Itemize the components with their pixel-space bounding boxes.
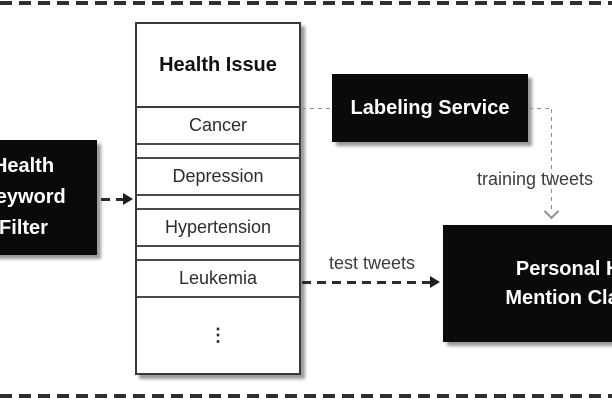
health-issue-header: Health Issue	[137, 24, 299, 108]
filter-box-line-1: Health	[0, 155, 55, 177]
table-row-leukemia: Leukemia	[137, 261, 299, 298]
page-border-bottom	[0, 394, 612, 398]
classifier-box-line-2: Mention Classifier	[505, 286, 612, 309]
filter-box-line-3: Filter	[0, 217, 48, 239]
table-spacer-row	[137, 196, 299, 210]
table-row-cancer: Cancer	[137, 108, 299, 145]
labeling-service-box: Labeling Service	[332, 74, 528, 142]
table-to-classifier-arrowhead-icon	[430, 276, 440, 288]
health-issue-table: Health Issue Cancer Depression Hypertens…	[135, 22, 301, 375]
test-tweets-label: test tweets	[328, 253, 416, 273]
health-keyword-filter-box: Health Keyword Filter	[0, 140, 97, 255]
table-spacer-row	[137, 247, 299, 261]
training-arrowhead-icon	[543, 203, 560, 220]
table-row-hypertension: Hypertension	[137, 210, 299, 247]
filter-box-line-2: Keyword	[0, 186, 66, 208]
table-ellipsis-row: ⋮	[209, 325, 227, 345]
table-spacer-row	[137, 145, 299, 159]
table-to-classifier-arrow-line	[302, 281, 432, 284]
classifier-box: Personal Health Mention Classifier	[443, 225, 612, 342]
labeling-to-classifier-line-horizontal	[529, 108, 552, 109]
table-to-labeling-line	[302, 108, 332, 109]
labeling-to-classifier-line-vertical	[551, 109, 552, 213]
page-border-top	[0, 1, 612, 5]
filter-to-table-arrowhead-icon	[123, 193, 133, 205]
table-row-depression: Depression	[137, 159, 299, 196]
filter-to-table-arrow-line	[101, 198, 125, 201]
classifier-box-line-1: Personal Health	[515, 257, 612, 280]
training-tweets-label: training tweets	[477, 169, 594, 189]
labeling-service-label: Labeling Service	[350, 96, 510, 119]
